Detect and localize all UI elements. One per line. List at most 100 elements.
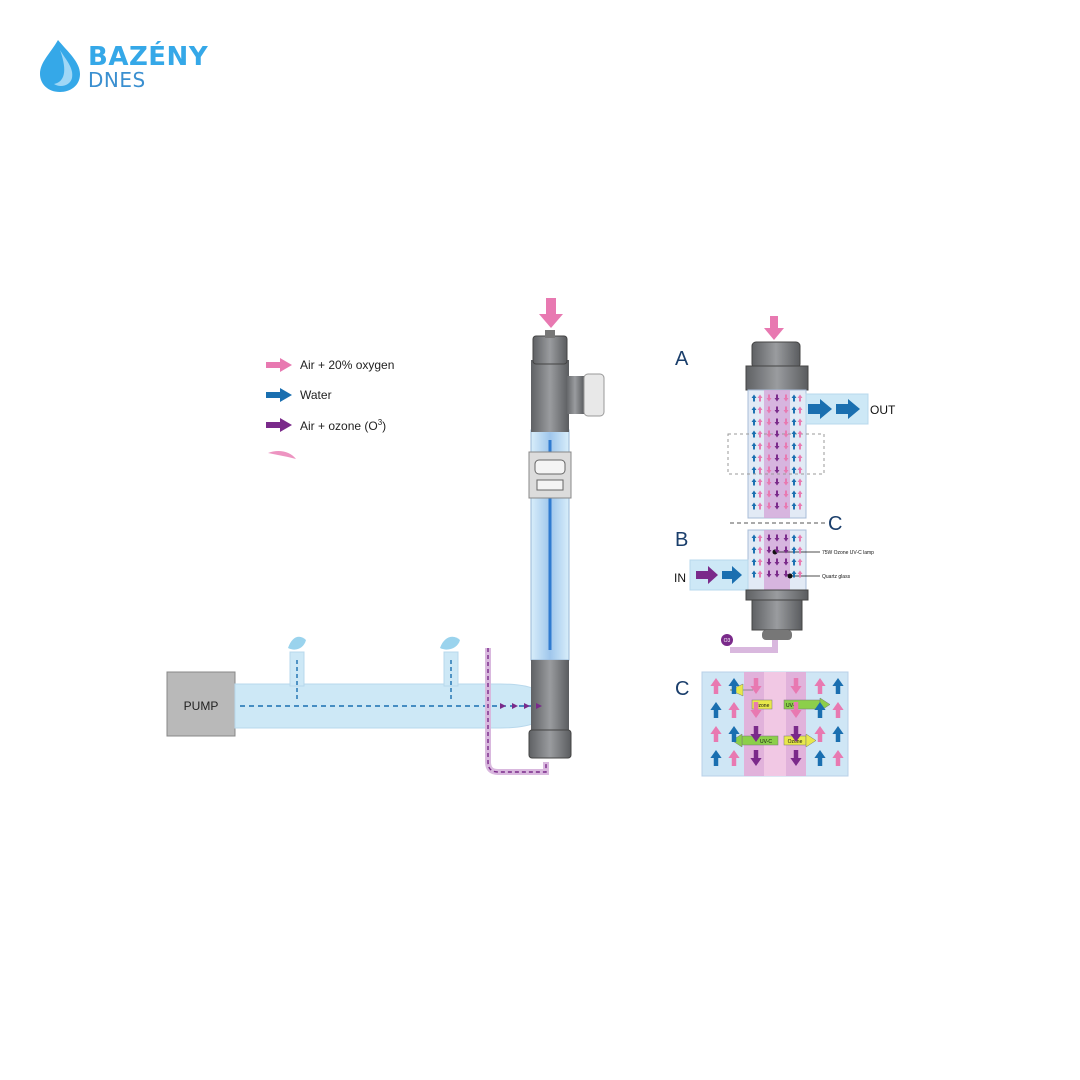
pump-label: PUMP (184, 699, 219, 713)
out-label: OUT (870, 403, 896, 417)
c-tag-1: Ozone (755, 703, 770, 709)
o3-badge (721, 634, 733, 646)
flow-arrow (791, 558, 797, 566)
flow-arrow-layer (500, 394, 844, 766)
flow-arrow (710, 726, 722, 742)
flow-arrow (751, 406, 757, 414)
flow-arrow (790, 702, 802, 718)
flow-arrow (797, 430, 803, 438)
pump-box (166, 671, 236, 737)
flow-arrow (832, 726, 844, 742)
flow-arrow (783, 394, 789, 402)
faded-arrow-icon (268, 451, 296, 459)
flow-arrow (728, 702, 740, 718)
flow-arrow (791, 534, 797, 542)
flow-arrow (814, 702, 826, 718)
flow-arrow (766, 418, 772, 426)
pink-arrow-icon (266, 358, 292, 372)
detail-top-cap (751, 341, 801, 369)
detail-ozone-tube (730, 640, 778, 653)
flow-arrow (766, 546, 772, 554)
flow-arrow (766, 534, 772, 542)
outlet-port (566, 376, 584, 414)
flow-arrow (791, 490, 797, 498)
flow-arrow (750, 726, 762, 742)
flow-arrow (791, 478, 797, 486)
flow-arrow (797, 534, 803, 542)
flow-arrow (797, 406, 803, 414)
flow-arrow (832, 702, 844, 718)
flow-arrow (774, 502, 780, 510)
flow-arrow (710, 750, 722, 766)
flow-arrow (797, 502, 803, 510)
lamp-label: 75W Ozone UV-C lamp (822, 550, 874, 556)
legend-item-water: Water (266, 380, 394, 410)
flow-arrow (783, 478, 789, 486)
flow-arrow (728, 678, 740, 694)
flow-arrow (774, 466, 780, 474)
legend-item-air-oxygen: Air + 20% oxygen (266, 350, 394, 380)
flow-arrow (774, 478, 780, 486)
flow-arrow (757, 466, 763, 474)
flow-arrow (710, 702, 722, 718)
flow-arrow (757, 442, 763, 450)
flow-arrow (751, 454, 757, 462)
flow-arrow (766, 466, 772, 474)
flow-arrow (500, 703, 506, 709)
flow-arrow (524, 703, 530, 709)
flow-arrow (797, 558, 803, 566)
flow-arrow (791, 466, 797, 474)
flow-arrow (751, 558, 757, 566)
flow-arrow (751, 394, 757, 402)
flow-arrow (751, 478, 757, 486)
flow-arrow (797, 478, 803, 486)
label-b: B (675, 529, 688, 551)
flow-arrow (790, 726, 802, 742)
drop-logo-icon (40, 40, 80, 92)
label-c: C (675, 678, 689, 700)
flow-arrow (783, 418, 789, 426)
flow-arrow (832, 750, 844, 766)
flow-arrow (791, 442, 797, 450)
flow-arrow (791, 546, 797, 554)
blue-arrow-icon (266, 388, 292, 402)
flow-arrow (766, 394, 772, 402)
flow-arrow (774, 534, 780, 542)
flow-arrow (766, 442, 772, 450)
water-spray-2 (440, 636, 460, 650)
c-tag-arrow-4 (805, 733, 817, 748)
flow-arrow (751, 430, 757, 438)
outlet-cap (583, 373, 605, 417)
control-box (528, 451, 572, 499)
flow-arrow (751, 490, 757, 498)
legend-label: Air + ozone (O3) (300, 417, 387, 433)
brand-name-line1: BAZÉNY (88, 42, 209, 72)
flow-arrow (766, 502, 772, 510)
flow-arrow (774, 442, 780, 450)
flow-arrow (791, 502, 797, 510)
flow-arrow (512, 703, 518, 709)
flow-arrow (766, 570, 772, 578)
c-tag-box-1 (751, 699, 773, 710)
flow-arrow (751, 546, 757, 554)
flow-arrow (710, 678, 722, 694)
detail-bottom-cap (751, 599, 803, 631)
flow-arrow (757, 534, 763, 542)
quartz-label: Quartz glass (822, 574, 851, 580)
flow-arrow (774, 490, 780, 498)
c-ozone-band-1 (744, 672, 764, 776)
flow-arrow (751, 418, 757, 426)
flow-arrow (783, 546, 789, 554)
c-tag-4: Ozone (788, 739, 803, 745)
flow-arrow (728, 726, 740, 742)
flow-arrow (797, 490, 803, 498)
flow-arrow (766, 454, 772, 462)
legend-item-ozone: Air + ozone (O3) (266, 410, 394, 440)
flow-arrow (751, 534, 757, 542)
flow-arrow (790, 750, 802, 766)
flow-arrow (791, 430, 797, 438)
detail-bottom-nub (762, 630, 792, 640)
in-arrow-water (722, 566, 742, 584)
legend-item-partial (266, 440, 394, 470)
flow-arrow (774, 558, 780, 566)
